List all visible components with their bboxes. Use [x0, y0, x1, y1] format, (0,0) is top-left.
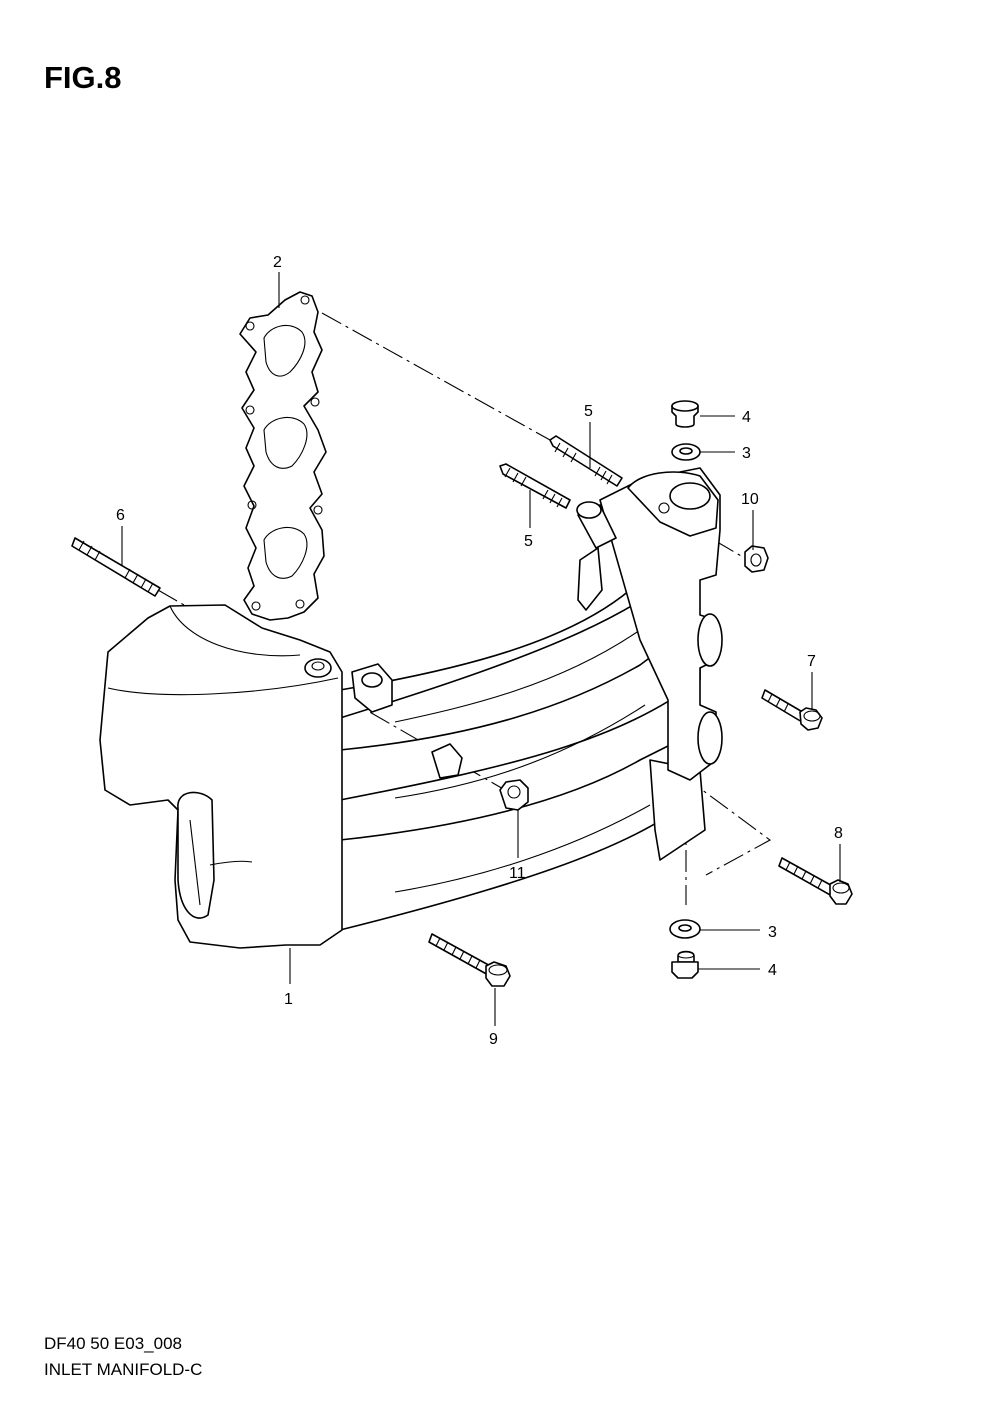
stud-upper-part: [549, 435, 623, 487]
plug-upper-part: [671, 400, 699, 428]
callout-5-lower: 5: [524, 533, 533, 550]
figure-title: FIG.8: [44, 60, 122, 95]
figure-name: INLET MANIFOLD-C: [44, 1360, 203, 1379]
washer-lower-part: [669, 919, 701, 939]
callout-3-upper: 3: [742, 445, 751, 462]
callout-labels: 1 2 3 3 4 4 5 5 6 7 8 9 10 11: [116, 254, 843, 1048]
callout-9: 9: [489, 1031, 498, 1048]
callout-7: 7: [807, 653, 816, 670]
callout-3-lower: 3: [768, 924, 777, 941]
callout-8: 8: [834, 825, 843, 842]
callout-2: 2: [273, 254, 282, 271]
gasket-part: [239, 291, 327, 621]
figure-code: DF40 50 E03_008: [44, 1334, 182, 1353]
bolt-7-part: [761, 689, 823, 731]
leader-lines: [121, 272, 841, 1026]
callout-4-lower: 4: [768, 962, 777, 979]
nut-11-part: [499, 779, 529, 811]
callout-1: 1: [284, 991, 293, 1008]
inlet-manifold-part: [99, 467, 723, 949]
stud-lower-part: [499, 463, 571, 509]
callout-10: 10: [741, 491, 759, 508]
nut-10-part: [744, 545, 769, 573]
washer-upper-part: [671, 443, 701, 461]
plug-lower-part: [671, 950, 699, 979]
callout-11: 11: [509, 865, 526, 882]
callout-6: 6: [116, 507, 125, 524]
callout-4-upper: 4: [742, 409, 751, 426]
bolt-9-part: [428, 933, 511, 987]
bolt-8-part: [778, 857, 853, 905]
stud-left-part: [71, 537, 161, 597]
callout-5-upper: 5: [584, 403, 593, 420]
